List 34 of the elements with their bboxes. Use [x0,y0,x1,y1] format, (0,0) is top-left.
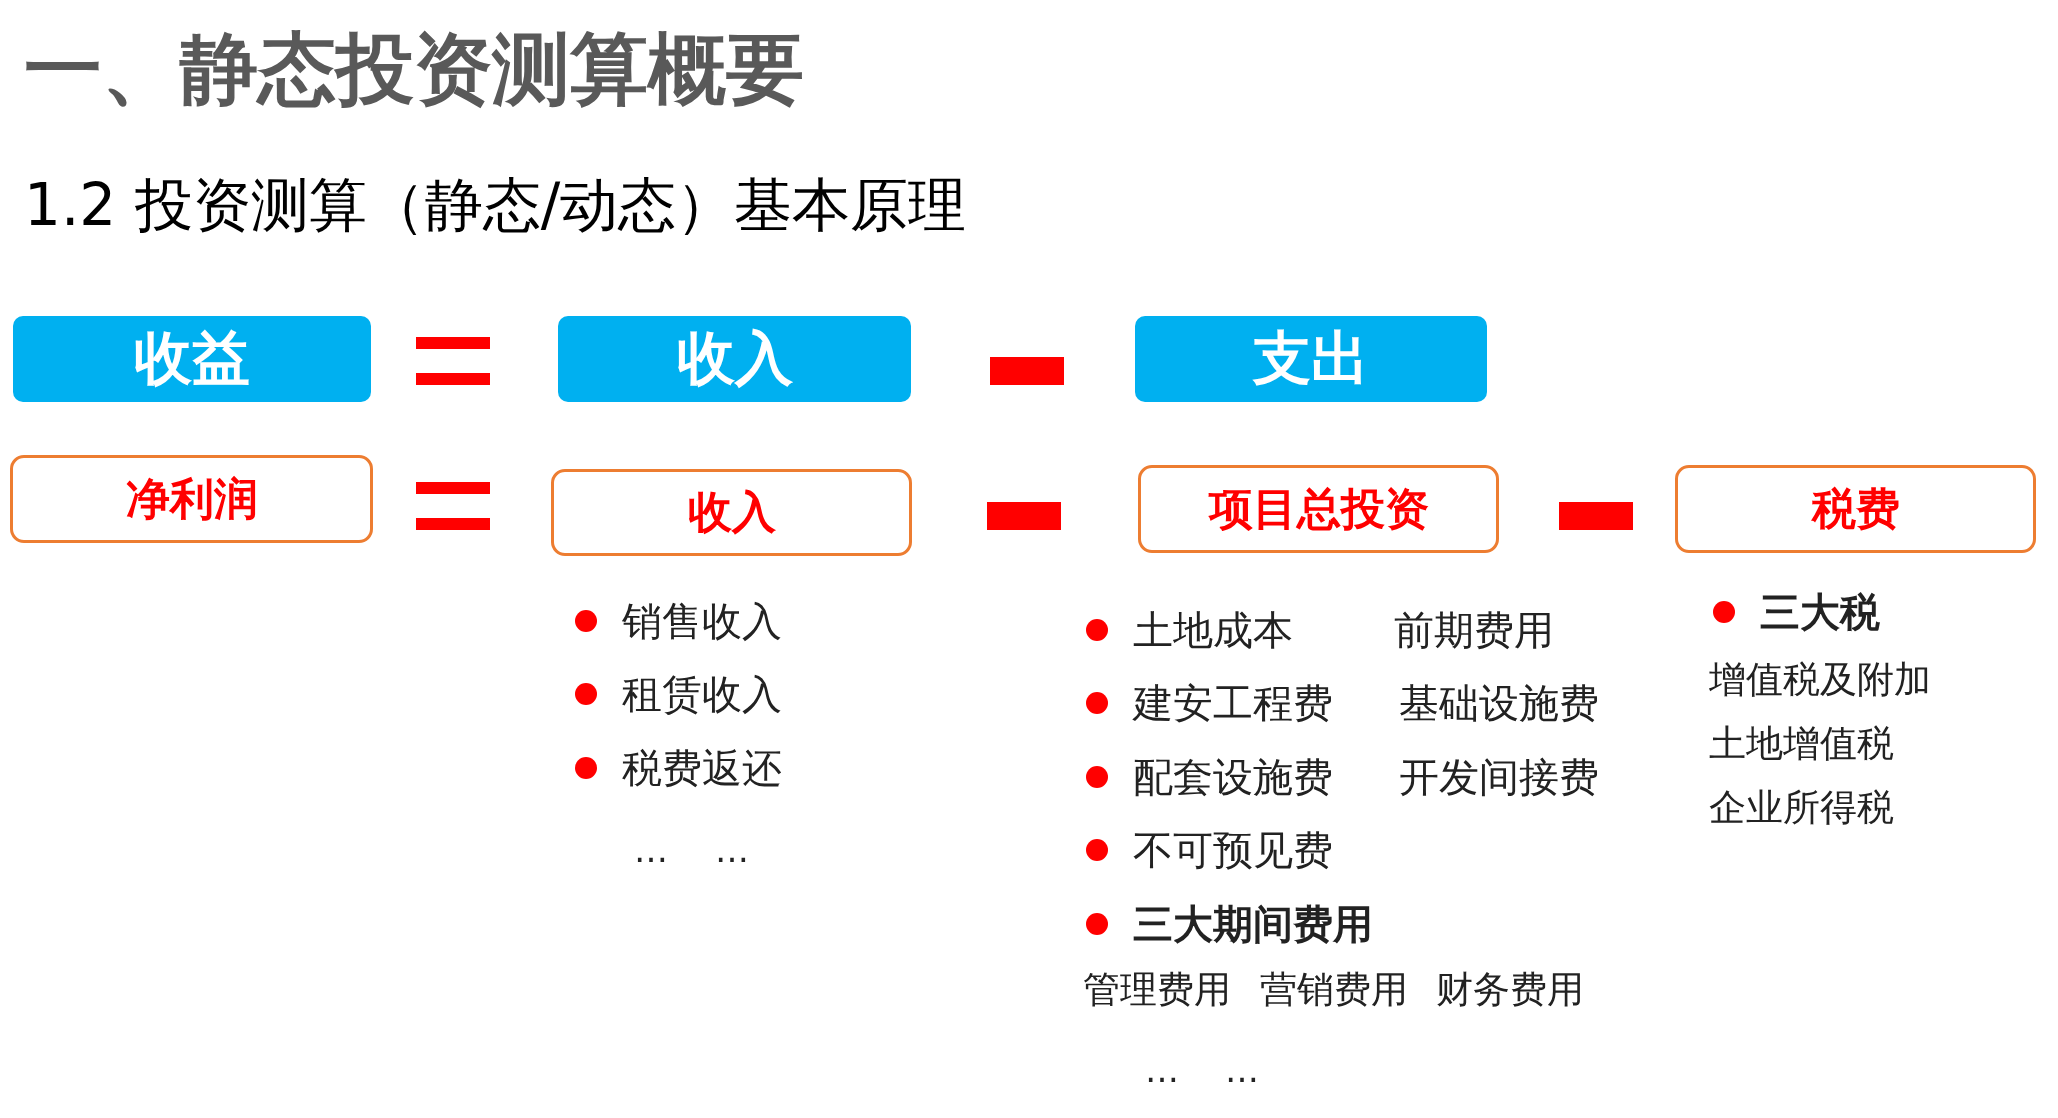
list-item: 基础设施费 [1399,678,1599,728]
formula-box: 项目总投资 [1138,465,1499,553]
ellipsis: … [1225,1050,1259,1090]
list-heading: 三大期间费用 [1133,899,1373,949]
list-item: 建安工程费 [1133,678,1333,728]
header-box: 收入 [558,316,911,402]
list-item: 开发间接费 [1399,752,1599,802]
list-item: 管理费用 [1083,967,1231,1013]
list-item: 企业所得税 [1709,785,1894,831]
list-heading: 三大税 [1760,587,1880,637]
ellipsis: … [715,830,749,870]
list-item: 土地增值税 [1709,721,1894,767]
formula-box: 净利润 [10,455,373,543]
header-box: 收益 [13,316,371,402]
list-item: 配套设施费 [1133,752,1333,802]
list-item: 销售收入 [622,596,782,646]
formula-box: 收入 [551,469,912,556]
minus-sign [990,357,1064,385]
list-item: 不可预见费 [1133,825,1333,875]
ellipsis: … [634,830,668,870]
minus-sign [987,502,1061,530]
header-box: 支出 [1135,316,1487,402]
list-item: 增值税及附加 [1709,657,1931,703]
slide-title: 一、静态投资测算概要 [24,23,804,116]
list-item: 土地成本 [1133,605,1293,655]
list-item: 租赁收入 [622,669,782,719]
list-item: 前期费用 [1394,605,1554,655]
list-item: 税费返还 [622,743,782,793]
minus-sign [1559,502,1633,530]
list-item: 营销费用 [1260,967,1408,1013]
subtitle: 1.2 投资测算（静态/动态）基本原理 [24,170,967,241]
formula-box: 税费 [1675,465,2036,553]
ellipsis: … [1145,1050,1179,1090]
list-item: 财务费用 [1436,967,1584,1013]
